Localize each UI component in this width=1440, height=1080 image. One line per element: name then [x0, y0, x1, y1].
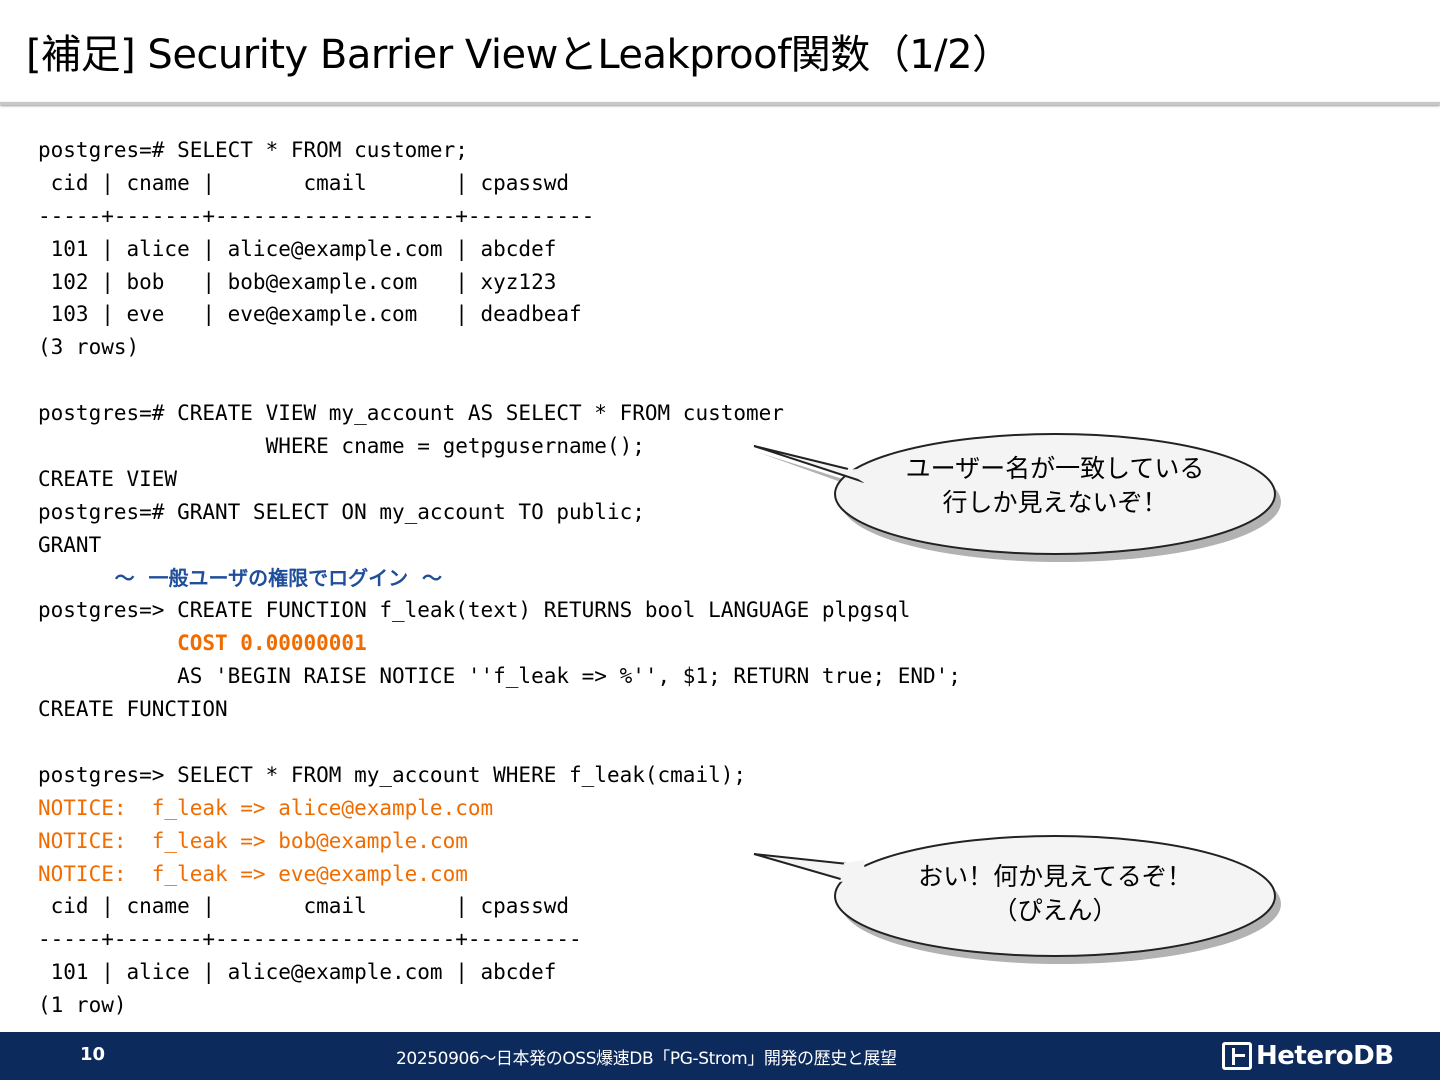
code-line: 103 | eve | eve@example.com | deadbeaf — [38, 302, 582, 327]
code-line: (1 row) — [38, 993, 127, 1018]
sql-console-listing: postgres=# SELECT * FROM customer; cid |… — [38, 134, 961, 1022]
callout-second-line1: おい！何か見えてるぞ！ — [918, 862, 1192, 891]
callout-first-line2: 行しか見えないぞ！ — [942, 488, 1168, 517]
code-line: NOTICE: f_leak => eve@example.com — [38, 861, 468, 886]
code-line: NOTICE: f_leak => bob@example.com — [38, 828, 468, 853]
code-line: 101 | alice | alice@example.com | abcdef — [38, 960, 557, 985]
callout-second-line2: （ぴえん） — [992, 896, 1118, 925]
code-line: ～ 一般ユーザの権限でログイン ～ — [38, 565, 443, 590]
code-line: (3 rows) — [38, 335, 140, 360]
code-line: 102 | bob | bob@example.com | xyz123 — [38, 269, 557, 294]
code-line: 101 | alice | alice@example.com | abcdef — [38, 236, 557, 261]
code-line: -----+-------+-------------------+------… — [38, 927, 582, 952]
callout-first-line1: ユーザー名が一致している — [905, 454, 1205, 483]
callout-text-first: ユーザー名が一致している 行しか見えないぞ！ — [855, 452, 1255, 520]
code-line: postgres=# GRANT SELECT ON my_account TO… — [38, 499, 645, 524]
heterodb-logo: HeteroDB — [1222, 1040, 1394, 1072]
page-number: 10 — [80, 1044, 106, 1065]
code-line: postgres=# SELECT * FROM customer; — [38, 138, 468, 162]
logo-mark-icon — [1222, 1042, 1252, 1070]
code-line: CREATE FUNCTION — [38, 697, 228, 722]
code-line: postgres=> SELECT * FROM my_account WHER… — [38, 762, 747, 787]
footer-bar: 10 20250906～日本発のOSS爆速DB「PG-Strom」開発の歴史と展… — [0, 1032, 1440, 1080]
logo-text: HeteroDB — [1256, 1041, 1394, 1071]
code-line: cid | cname | cmail | cpasswd — [38, 170, 570, 195]
code-line: CREATE VIEW — [38, 466, 178, 491]
code-line: WHERE cname = getpgusername(); — [38, 434, 645, 459]
code-line — [38, 726, 961, 759]
code-line: cid | cname | cmail | cpasswd — [38, 894, 570, 919]
code-line: postgres=> CREATE FUNCTION f_leak(text) … — [38, 598, 911, 623]
footer-caption: 20250906～日本発のOSS爆速DB「PG-Strom」開発の歴史と展望 — [396, 1049, 897, 1069]
code-line: GRANT — [38, 532, 102, 557]
code-line: COST 0.00000001 — [38, 631, 367, 656]
slide-title: [補足] Security Barrier ViewとLeakproof関数（1… — [26, 32, 1012, 78]
code-line: AS 'BEGIN RAISE NOTICE ''f_leak => %'', … — [38, 664, 961, 689]
code-line — [38, 364, 961, 397]
callout-text-second: おい！何か見えてるぞ！ （ぴえん） — [855, 860, 1255, 928]
code-line: -----+-------+-------------------+------… — [38, 203, 595, 228]
title-divider — [0, 102, 1440, 105]
code-line: NOTICE: f_leak => alice@example.com — [38, 795, 494, 820]
code-line: postgres=# CREATE VIEW my_account AS SEL… — [38, 401, 784, 426]
